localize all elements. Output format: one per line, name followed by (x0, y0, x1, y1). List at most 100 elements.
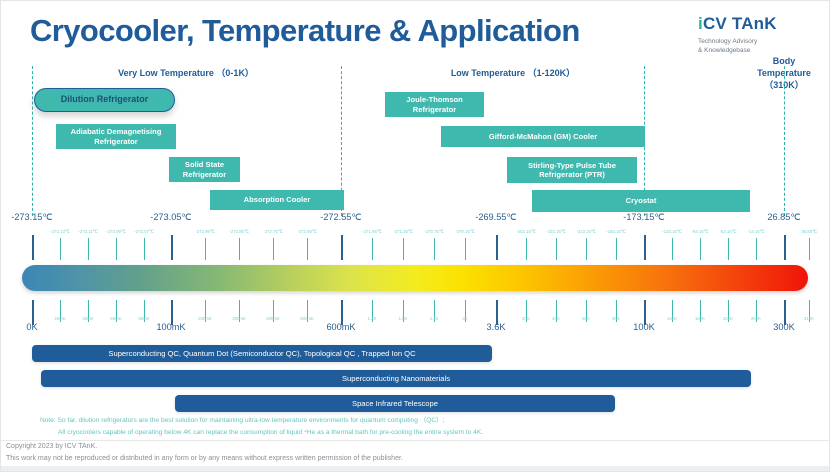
tick-up-minor-0 (60, 238, 62, 260)
celsius-minor-label-18: -53.15℃ (719, 229, 737, 234)
brand-tagline-line2: & Knowledgebase (698, 47, 751, 55)
celsius-minor-label-20: 36.85℃ (801, 229, 817, 234)
tick-up-minor-10 (434, 238, 436, 260)
copyright-line2: This work may not be reproduced or distr… (6, 454, 403, 462)
celsius-major-label-3: -269.55℃ (475, 212, 517, 222)
celsius-minor-label-3: -273.07℃ (134, 229, 154, 234)
tick-up-minor-16 (672, 238, 674, 260)
kelvin-minor-label-20: 310K (803, 316, 815, 321)
brand-name: iCV TAnK (698, 14, 808, 34)
cryocooler-bar-absorption-cooler[interactable]: Absorption Cooler (210, 190, 344, 210)
tick-down-major-4 (644, 300, 647, 325)
tick-up-minor-14 (586, 238, 588, 260)
tick-down-major-5 (784, 300, 787, 325)
tick-down-minor-10 (434, 300, 436, 322)
kelvin-major-label-3: 3.6K (486, 322, 506, 332)
kelvin-minor-label-6: 400mK (266, 316, 280, 321)
celsius-minor-label-13: -233.15℃ (546, 229, 566, 234)
cryocooler-bar-dilution-refrigerator[interactable]: Dilution Refrigerator (34, 88, 175, 112)
tick-down-minor-12 (526, 300, 528, 322)
tick-down-minor-7 (307, 300, 309, 322)
celsius-minor-label-4: -272.95℃ (195, 229, 215, 234)
kelvin-minor-label-17: 180K (694, 316, 706, 321)
celsius-minor-label-5: -272.85℃ (229, 229, 249, 234)
celsius-minor-label-12: -253.15℃ (516, 229, 536, 234)
tick-down-minor-4 (205, 300, 207, 322)
application-bar-superconducting-nanomaterials[interactable]: Superconducting Nanomaterials (41, 370, 751, 387)
body-temp-line3: （310K） (764, 80, 804, 91)
tick-up-minor-7 (307, 238, 309, 260)
kelvin-major-label-0: 0K (26, 322, 38, 332)
kelvin-major-label-5: 300K (773, 322, 795, 332)
tick-up-minor-15 (616, 238, 618, 260)
cryocooler-bar-joule-thomson-refrigerator[interactable]: Joule-Thomson Refrigerator (385, 92, 484, 117)
tick-up-minor-18 (728, 238, 730, 260)
brand-name-main: CV TAnK (702, 14, 777, 33)
kelvin-minor-label-13: 40K (552, 316, 560, 321)
tick-up-minor-4 (205, 238, 207, 260)
tick-up-major-2 (341, 235, 344, 260)
kelvin-minor-label-0: 20mK (54, 316, 66, 321)
cryocooler-bar-stirling-type-pulse-tube-refrigerator[interactable]: Stirling-Type Pulse Tube Refrigerator (P… (507, 157, 637, 183)
footnote-line1: Note: So far, dilution refrigerators are… (40, 417, 445, 424)
cryocooler-bar-gifford-mcmahon-cooler[interactable]: Gifford-McMahon (GM) Cooler (441, 126, 645, 147)
kelvin-minor-label-11: 3K (462, 316, 468, 321)
tick-down-minor-14 (586, 300, 588, 322)
application-bar-superconducting-qc[interactable]: Superconducting QC, Quantum Dot (Semicon… (32, 345, 492, 362)
tick-down-minor-8 (372, 300, 374, 322)
cryocooler-bar-cryostat[interactable]: Cryostat (532, 190, 750, 212)
kelvin-minor-label-4: 200mK (198, 316, 212, 321)
kelvin-minor-label-12: 20K (522, 316, 530, 321)
celsius-minor-label-6: -272.75℃ (263, 229, 283, 234)
tick-up-minor-17 (700, 238, 702, 260)
tick-down-minor-6 (273, 300, 275, 322)
tick-down-minor-1 (88, 300, 90, 322)
cryocooler-bar-adiabatic-demagnetising-refrigerator[interactable]: Adiabatic Demagnetising Refrigerator (56, 124, 176, 149)
tick-up-minor-13 (556, 238, 558, 260)
bottom-strip (0, 466, 830, 472)
tick-down-minor-0 (60, 300, 62, 322)
celsius-minor-label-14: -213.15℃ (576, 229, 596, 234)
tick-up-minor-9 (403, 238, 405, 260)
application-bar-space-infrared-telescope[interactable]: Space Infrared Telescope (175, 395, 615, 412)
celsius-minor-label-2: -273.09℃ (106, 229, 126, 234)
footnote-line2: All cryocoolers capable of operating bel… (58, 428, 484, 436)
tick-down-minor-3 (144, 300, 146, 322)
celsius-major-label-4: -173.15℃ (623, 212, 665, 222)
dash-310k (784, 66, 785, 216)
kelvin-minor-label-5: 300mK (232, 316, 246, 321)
tick-up-major-0 (32, 235, 35, 260)
tick-up-minor-5 (239, 238, 241, 260)
tick-down-major-3 (496, 300, 499, 325)
cryocooler-bar-solid-state-refrigerator[interactable]: Solid State Refrigerator (169, 157, 240, 182)
celsius-minor-label-11: -270.15℃ (455, 229, 475, 234)
brand-logo: iCV TAnK Technology Advisory & Knowledge… (698, 14, 808, 56)
kelvin-minor-label-9: 1.8K (398, 316, 408, 321)
copyright-notice: Copyright 2023 by ICV TAnK. This work ma… (6, 441, 403, 464)
tick-up-major-1 (171, 235, 174, 260)
celsius-major-label-1: -273.05℃ (150, 212, 192, 222)
celsius-minor-label-16: -133.15℃ (662, 229, 682, 234)
kelvin-major-label-2: 600mK (326, 322, 356, 332)
celsius-minor-label-7: -272.65℃ (297, 229, 317, 234)
brand-tagline-line1: Technology Advisory (698, 38, 758, 45)
tick-up-minor-2 (116, 238, 118, 260)
tick-down-minor-17 (700, 300, 702, 322)
kelvin-minor-label-2: 60mK (110, 316, 122, 321)
section-caption-low-temperature: Low Temperature （1-120K） (450, 68, 576, 78)
temperature-gradient-bar (22, 265, 808, 291)
tick-down-minor-2 (116, 300, 118, 322)
tick-up-minor-3 (144, 238, 146, 260)
tick-up-major-4 (644, 235, 647, 260)
celsius-minor-label-19: -13.15℃ (747, 229, 765, 234)
tick-up-minor-11 (465, 238, 467, 260)
celsius-major-label-5: 26.85℃ (767, 212, 801, 222)
footnote: Note: So far, dilution refrigerators are… (40, 415, 483, 438)
kelvin-minor-label-18: 220K (722, 316, 734, 321)
tick-down-minor-18 (728, 300, 730, 322)
tick-down-minor-5 (239, 300, 241, 322)
tick-up-minor-1 (88, 238, 90, 260)
kelvin-minor-label-1: 40mK (82, 316, 94, 321)
celsius-minor-label-1: -273.11℃ (78, 229, 98, 234)
